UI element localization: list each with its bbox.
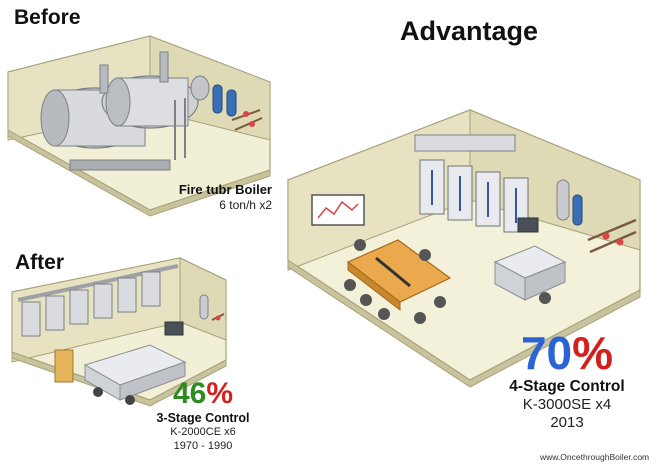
before-title: Before xyxy=(14,6,81,29)
after-percent-sign: % xyxy=(206,377,234,410)
after-gas-valves-icon xyxy=(199,294,225,321)
after-model: K-2000CE x6 xyxy=(170,426,236,438)
advantage-percent-value: 70 xyxy=(520,327,573,379)
advantage-percent: 70% xyxy=(492,330,642,376)
after-caption-title: 3-Stage Control xyxy=(156,411,250,425)
advantage-year: 2013 xyxy=(550,414,584,431)
after-caption: 46% 3-Stage Control K-2000CE x6 1970 - 1… xyxy=(148,379,258,453)
conference-table-icon xyxy=(344,239,452,324)
advantage-office-desk-icon xyxy=(493,217,567,304)
after-title: After xyxy=(15,251,65,274)
fire-tube-boiler-icon xyxy=(40,51,210,171)
after-years: 1970 - 1990 xyxy=(173,440,233,452)
before-caption: Fire tubr Boiler 6 ton/h x2 xyxy=(179,182,272,212)
after-percent: 46% xyxy=(148,379,258,409)
advantage-gas-valves-icon xyxy=(556,179,637,254)
advantage-percent-sign: % xyxy=(572,327,614,379)
website-credit: www.OncethroughBoiler.com xyxy=(540,452,650,462)
advantage-caption: 70% 4-Stage Control K-3000SE x4 2013 xyxy=(492,330,642,432)
after-boiler-units-icon xyxy=(21,271,161,337)
advantage-caption-title: 4-Stage Control xyxy=(509,378,625,395)
before-gas-valves-icon xyxy=(212,84,263,131)
advantage-model: K-3000SE x4 xyxy=(522,396,612,413)
advantage-title: Advantage xyxy=(400,16,539,46)
after-percent-value: 46 xyxy=(172,377,207,410)
before-capacity: 6 ton/h x2 xyxy=(219,198,272,212)
before-caption-title: Fire tubr Boiler xyxy=(178,182,272,197)
after-office-desks-icon xyxy=(83,321,187,405)
